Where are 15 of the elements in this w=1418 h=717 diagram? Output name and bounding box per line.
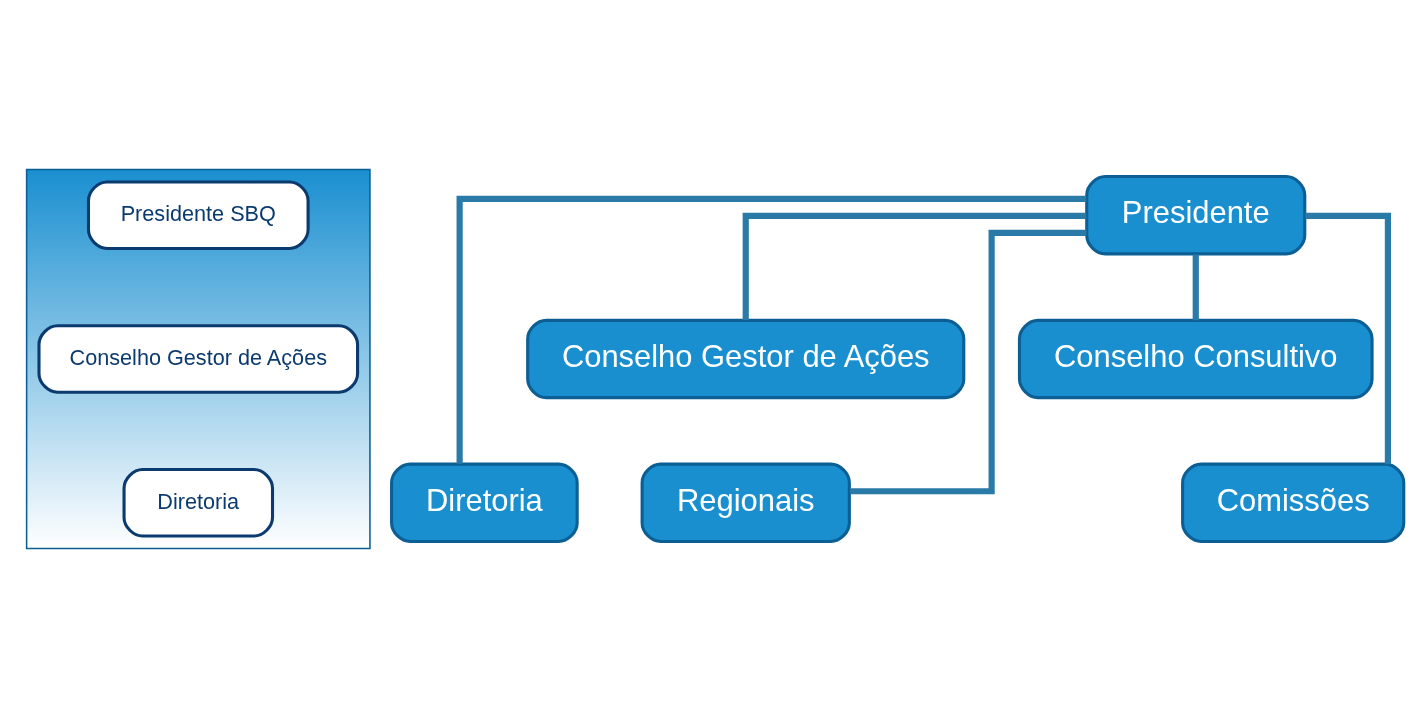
node-box: Diretoria [122,467,275,538]
node-box: Comissões [1181,462,1406,543]
node-box: Diretoria [390,462,579,543]
connector [456,195,1087,464]
connector [1305,212,1391,464]
node-box: Presidente SBQ [86,179,310,250]
node-box: Conselho Consultivo [1017,318,1374,399]
connector [1192,253,1199,320]
connector [850,229,1087,494]
node-box: Conselho Gestor de Ações [526,318,966,399]
node-box: Regionais [640,462,851,543]
node-box: Conselho Gestor de Ações [37,323,360,394]
node-box: Presidente [1085,174,1307,255]
cluster [25,168,371,549]
connector [742,212,1087,320]
